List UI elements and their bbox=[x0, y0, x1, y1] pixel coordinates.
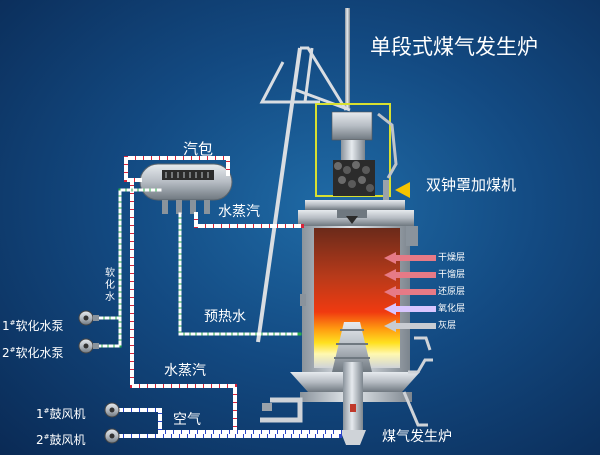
zone-drying: 干燥层 bbox=[438, 253, 466, 263]
zone-reduction: 还原层 bbox=[438, 287, 466, 297]
blower-2-label: 2#鼓风机 bbox=[36, 433, 86, 447]
blower-1-label: 1#鼓风机 bbox=[36, 407, 86, 421]
air-pipes bbox=[116, 408, 342, 438]
zone-oxidation: 氧化层 bbox=[438, 304, 466, 314]
zone-arrows bbox=[384, 252, 436, 332]
preheat-water-label: 预热水 bbox=[204, 309, 246, 325]
zone-ash: 灰层 bbox=[438, 321, 457, 331]
grate-and-ash-pan bbox=[260, 322, 433, 445]
diagram-title: 单段式煤气发生炉 bbox=[370, 35, 538, 59]
coal-elevator bbox=[256, 8, 351, 343]
coal-feeder bbox=[331, 111, 398, 208]
soft-water-vertical-label: 软 化 水 bbox=[105, 268, 115, 303]
coal-feeder-label: 双钟罩加煤机 bbox=[426, 176, 517, 194]
water-steam-top-label: 水蒸汽 bbox=[218, 204, 260, 220]
feeder-pointer-arrow bbox=[395, 182, 410, 198]
soft-water-pump-2[interactable] bbox=[78, 338, 99, 354]
steam-drum-label: 汽包 bbox=[183, 140, 214, 158]
blower-1[interactable] bbox=[104, 402, 120, 418]
gasifier-label: 煤气发生炉 bbox=[382, 429, 452, 445]
air-label: 空气 bbox=[173, 412, 201, 428]
zone-carbonization: 干馏层 bbox=[438, 270, 466, 280]
pump-2-label: 2#软化水泵 bbox=[2, 346, 64, 360]
soft-water-pump-1[interactable] bbox=[78, 310, 99, 326]
pump-1-label: 1#软化水泵 bbox=[2, 319, 64, 333]
blower-2[interactable] bbox=[104, 428, 120, 444]
water-steam-bottom-label: 水蒸汽 bbox=[164, 363, 206, 379]
water-pipes bbox=[90, 188, 302, 348]
steam-pipes bbox=[124, 156, 304, 434]
